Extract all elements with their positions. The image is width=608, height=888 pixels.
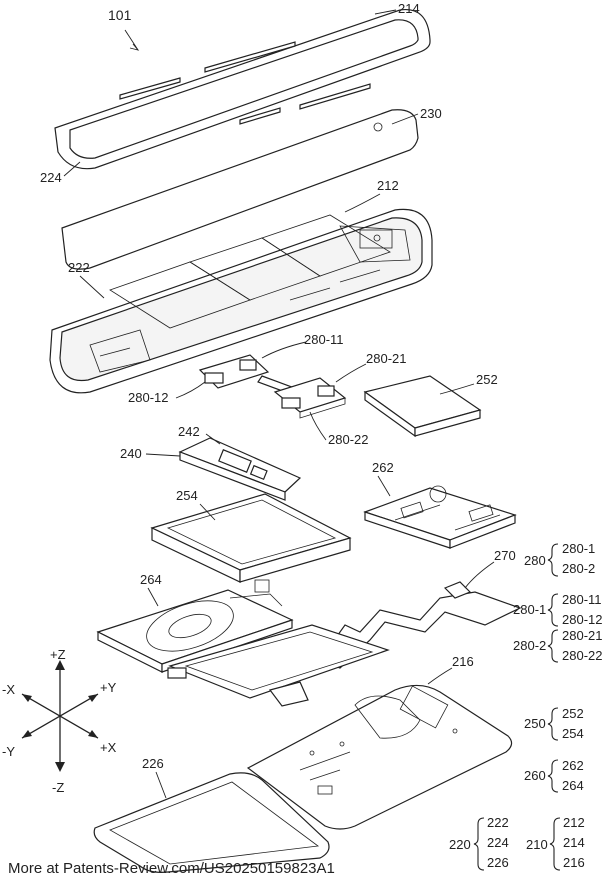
group-280-1-item-1: 280-11: [562, 592, 602, 607]
label-262: 262: [372, 460, 394, 475]
group-210-ref: 210: [526, 837, 548, 852]
label-254: 254: [176, 488, 198, 503]
label-252: 252: [476, 372, 498, 387]
group-220-item-2: 224: [487, 835, 509, 850]
group-280-2-ref: 280-2: [513, 638, 546, 653]
group-210-item-2: 214: [563, 835, 585, 850]
label-222: 222: [68, 260, 90, 275]
brace-280-1: [547, 593, 559, 627]
group-260-item-2: 264: [562, 778, 584, 793]
brace-220: [473, 817, 485, 871]
label-264: 264: [140, 572, 162, 587]
brace-250: [547, 707, 559, 741]
group-220-item-1: 222: [487, 815, 509, 830]
leader-assembly: [124, 29, 139, 51]
label-214: 214: [398, 1, 420, 16]
label-280-21: 280-21: [366, 351, 406, 366]
battery-254-shape: [150, 493, 352, 583]
label-280-22: 280-22: [328, 432, 368, 447]
bracket-plate-shape: [167, 624, 390, 707]
cover-226-shape: [93, 772, 330, 873]
source-footer: More at Patents-Review.com/US20250159823…: [8, 860, 335, 877]
leader-224: [63, 161, 81, 177]
group-250-item-2: 254: [562, 726, 584, 741]
group-260-ref: 260: [524, 768, 546, 783]
arrow-assembly: [129, 43, 140, 51]
leader-280-22: [309, 411, 327, 441]
leader-226: [155, 771, 167, 799]
leader-240: [145, 453, 181, 457]
group-260: 260 262 264: [524, 758, 584, 793]
leader-216: [427, 667, 453, 685]
axis-label-nz: -Z: [52, 780, 64, 795]
label-270: 270: [494, 548, 516, 563]
leader-230: [391, 113, 419, 125]
frame-212-shape: [49, 208, 433, 394]
group-210-item-1: 212: [563, 815, 585, 830]
leader-264: [147, 587, 159, 607]
leader-252: [439, 383, 475, 395]
label-230: 230: [420, 106, 442, 121]
group-260-item-1: 262: [562, 758, 584, 773]
flex-cable-270-shape: [319, 581, 522, 669]
group-210: 210 212 214 216: [526, 815, 585, 871]
leader-214: [374, 9, 397, 15]
axis-label-py: +Y: [100, 680, 117, 695]
group-210-item-3: 216: [563, 855, 585, 870]
label-226: 226: [142, 756, 164, 771]
group-280: 280 280-1 280-2: [524, 541, 595, 577]
leader-270: [464, 561, 495, 589]
brace-280: [547, 543, 559, 577]
axis-label-px: +X: [100, 740, 117, 755]
leader-242: [205, 433, 221, 445]
board-262-shape: [363, 485, 517, 549]
label-280-12: 280-12: [128, 390, 168, 405]
leader-280-21: [335, 363, 367, 383]
axis-label-pz: +Z: [50, 647, 66, 662]
group-280-ref: 280: [524, 553, 546, 568]
frame-214-shape: [54, 8, 431, 170]
leader-254: [199, 503, 216, 521]
label-280-11: 280-11: [304, 332, 344, 347]
group-280-1-ref: 280-1: [513, 602, 546, 617]
label-240: 240: [120, 446, 142, 461]
leader-222: [79, 275, 105, 299]
brace-260: [547, 759, 559, 793]
leader-262: [377, 475, 391, 497]
group-280-item-2: 280-2: [562, 561, 595, 576]
leader-212: [344, 193, 381, 213]
leader-280-12: [175, 381, 206, 399]
brace-210: [549, 817, 561, 871]
window-230-shape: [61, 109, 419, 270]
axis-label-nx: -X: [2, 682, 15, 697]
label-assembly: 101: [108, 7, 132, 23]
group-280-2-item-2: 280-22: [562, 648, 602, 663]
label-212: 212: [377, 178, 399, 193]
label-224: 224: [40, 170, 62, 185]
group-220: 220 222 224 226: [449, 815, 509, 871]
group-280-item-1: 280-1: [562, 541, 595, 556]
label-242: 242: [178, 424, 200, 439]
group-280-1-item-2: 280-12: [562, 612, 602, 627]
axis-label-ny: -Y: [2, 744, 15, 759]
leader-280-11: [261, 341, 307, 359]
axis-indicator: [21, 660, 99, 772]
group-280-2: 280-2 280-21 280-22: [513, 628, 602, 663]
group-220-ref: 220: [449, 837, 471, 852]
group-280-2-item-1: 280-21: [562, 628, 602, 643]
plate-216-shape: [246, 684, 513, 830]
brace-280-2: [547, 629, 559, 663]
hinge-280-2-shape: [273, 377, 347, 419]
group-220-item-3: 226: [487, 855, 509, 870]
group-250-item-1: 252: [562, 706, 584, 721]
module-240-shape: [178, 437, 302, 501]
group-250: 250 252 254: [524, 706, 584, 741]
label-216: 216: [452, 654, 474, 669]
group-280-1: 280-1 280-11 280-12: [513, 592, 602, 627]
battery-252-shape: [363, 375, 482, 438]
group-250-ref: 250: [524, 716, 546, 731]
